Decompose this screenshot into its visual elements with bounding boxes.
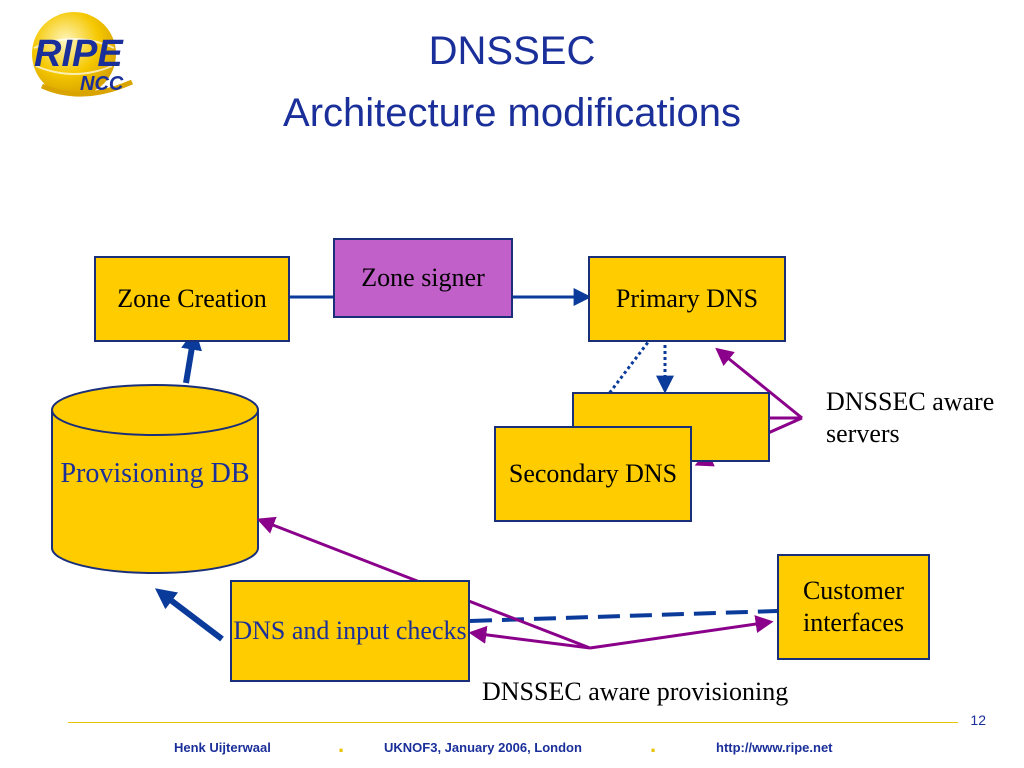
footer-url[interactable]: http://www.ripe.net <box>716 740 833 755</box>
zone-signer-box: Zone signer <box>333 238 513 318</box>
zone-signer-label: Zone signer <box>361 263 485 292</box>
checks-to-db-arrow <box>154 588 224 642</box>
customer-interfaces-label: Customer interfaces <box>802 576 905 637</box>
customer-interfaces-box: Customer interfaces <box>777 554 930 660</box>
zone-creation-box: Zone Creation <box>94 256 290 342</box>
customer-to-checks-dashed-link <box>469 609 778 623</box>
footer-separator-dot: . <box>338 732 345 757</box>
provisioning-db-cylinder <box>51 384 259 574</box>
aware-servers-annotation: DNSSEC aware servers <box>826 387 995 448</box>
logo-globe <box>32 12 116 96</box>
zone-creation-label: Zone Creation <box>117 284 267 313</box>
footer-event: UKNOF3, January 2006, London <box>384 740 582 755</box>
dns-checks-label: DNS and input checks <box>233 616 467 645</box>
aware-provisioning-annotation: DNSSEC aware provisioning <box>482 677 789 706</box>
primary-dns-box: Primary DNS <box>588 256 786 342</box>
db-to-zone-creation-arrow <box>181 328 202 384</box>
page-number: 12 <box>970 712 986 728</box>
logo-primary-text: RIPE <box>34 33 124 75</box>
ripe-ncc-logo: RIPE NCC <box>32 12 134 97</box>
dns-checks-box: DNS and input checks <box>230 580 470 682</box>
secondary-dns-box: Secondary DNS <box>494 426 692 522</box>
primary-dns-label: Primary DNS <box>615 284 759 313</box>
footer-separator-dot: . <box>650 732 657 757</box>
footer-divider <box>68 722 958 723</box>
logo-secondary-text: NCC <box>80 73 124 95</box>
primary-to-secondary-front-arrow <box>583 332 657 427</box>
slide-subtitle: Architecture modifications <box>283 91 741 135</box>
provisioning-db-label: Provisioning DB <box>60 458 250 489</box>
slide-title: DNSSEC <box>428 29 596 73</box>
secondary-dns-label: Secondary DNS <box>508 459 678 488</box>
footer-author: Henk Uijterwaal <box>174 740 271 755</box>
